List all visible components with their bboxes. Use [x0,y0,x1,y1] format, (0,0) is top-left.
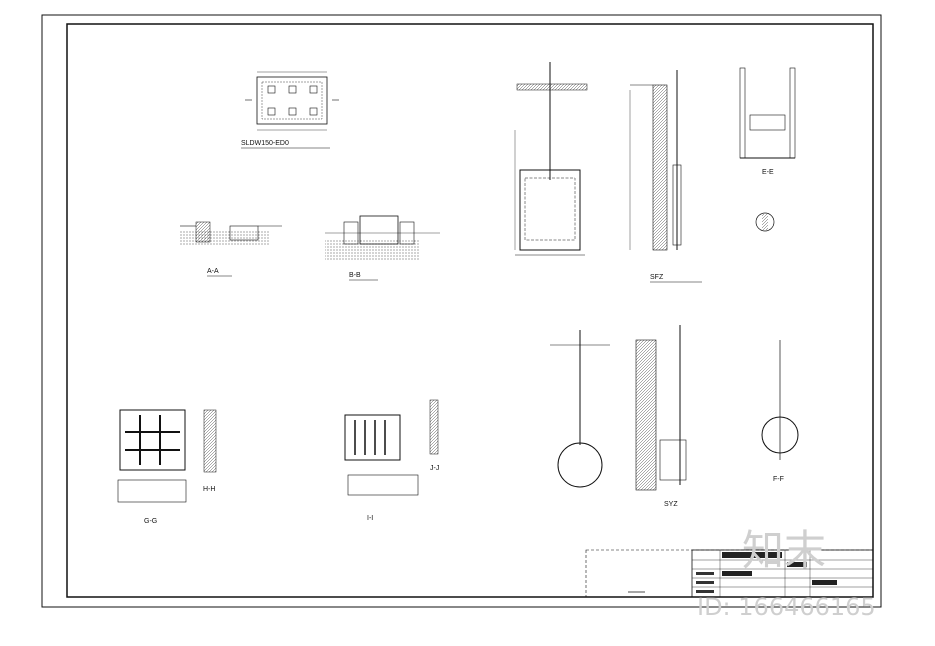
gate-sfz-side [629,70,682,251]
section-b [325,215,440,260]
label-section-g: G-G [144,518,157,525]
gate-sfz-front [514,62,588,256]
inner-frame [66,23,874,598]
label-section-i: I-I [367,515,373,522]
watermark-id: ID: 166466165 [697,593,876,621]
label-plan-top: SLDW150-ED0 [241,140,289,147]
section-g [117,409,187,503]
section-i [344,414,419,496]
plan-view-top [245,71,339,131]
label-section-b: B-B [349,272,361,279]
label-gate-sfz: SFZ [650,274,664,281]
section-f [761,340,799,460]
section-e [739,67,796,159]
title-block [585,549,874,598]
label-gate-szz: SYZ [664,501,678,508]
gate-szz-side [635,325,687,491]
label-section-f: F-F [773,476,784,483]
label-section-a: A-A [207,268,219,275]
gate-szz-front [550,330,610,488]
label-section-h: H-H [203,486,215,493]
section-a [180,221,282,246]
section-j [429,399,439,455]
watermark-brand: 知末 [742,526,826,575]
label-section-j: J-J [430,465,439,472]
section-h [203,409,217,473]
label-section-e: E-E [762,169,774,176]
outer-frame [41,14,882,608]
